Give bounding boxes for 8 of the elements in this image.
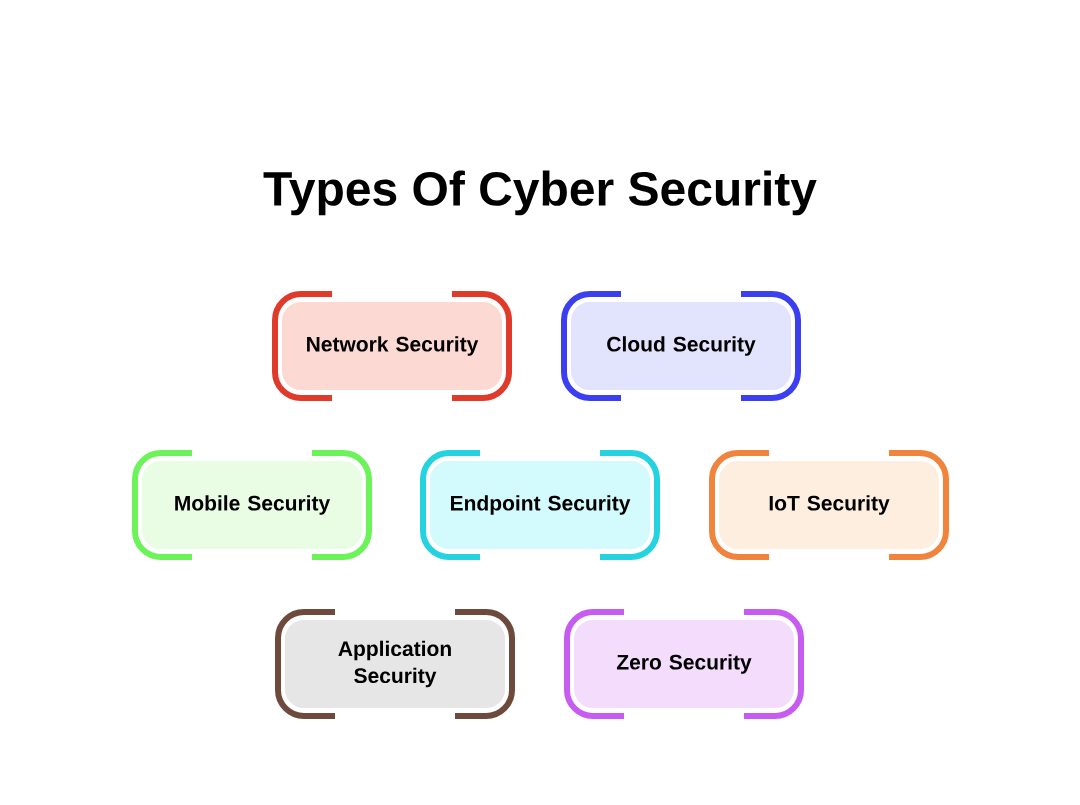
security-type-box: Mobile Security (132, 450, 372, 560)
security-type-box: IoT Security (709, 450, 949, 560)
security-type-box: Network Security (272, 291, 512, 401)
security-type-box: Cloud Security (561, 291, 801, 401)
security-type-box: Endpoint Security (420, 450, 660, 560)
security-type-box: Application Security (275, 609, 515, 719)
security-type-box: Zero Security (564, 609, 804, 719)
title: Types Of Cyber Security (263, 170, 817, 216)
